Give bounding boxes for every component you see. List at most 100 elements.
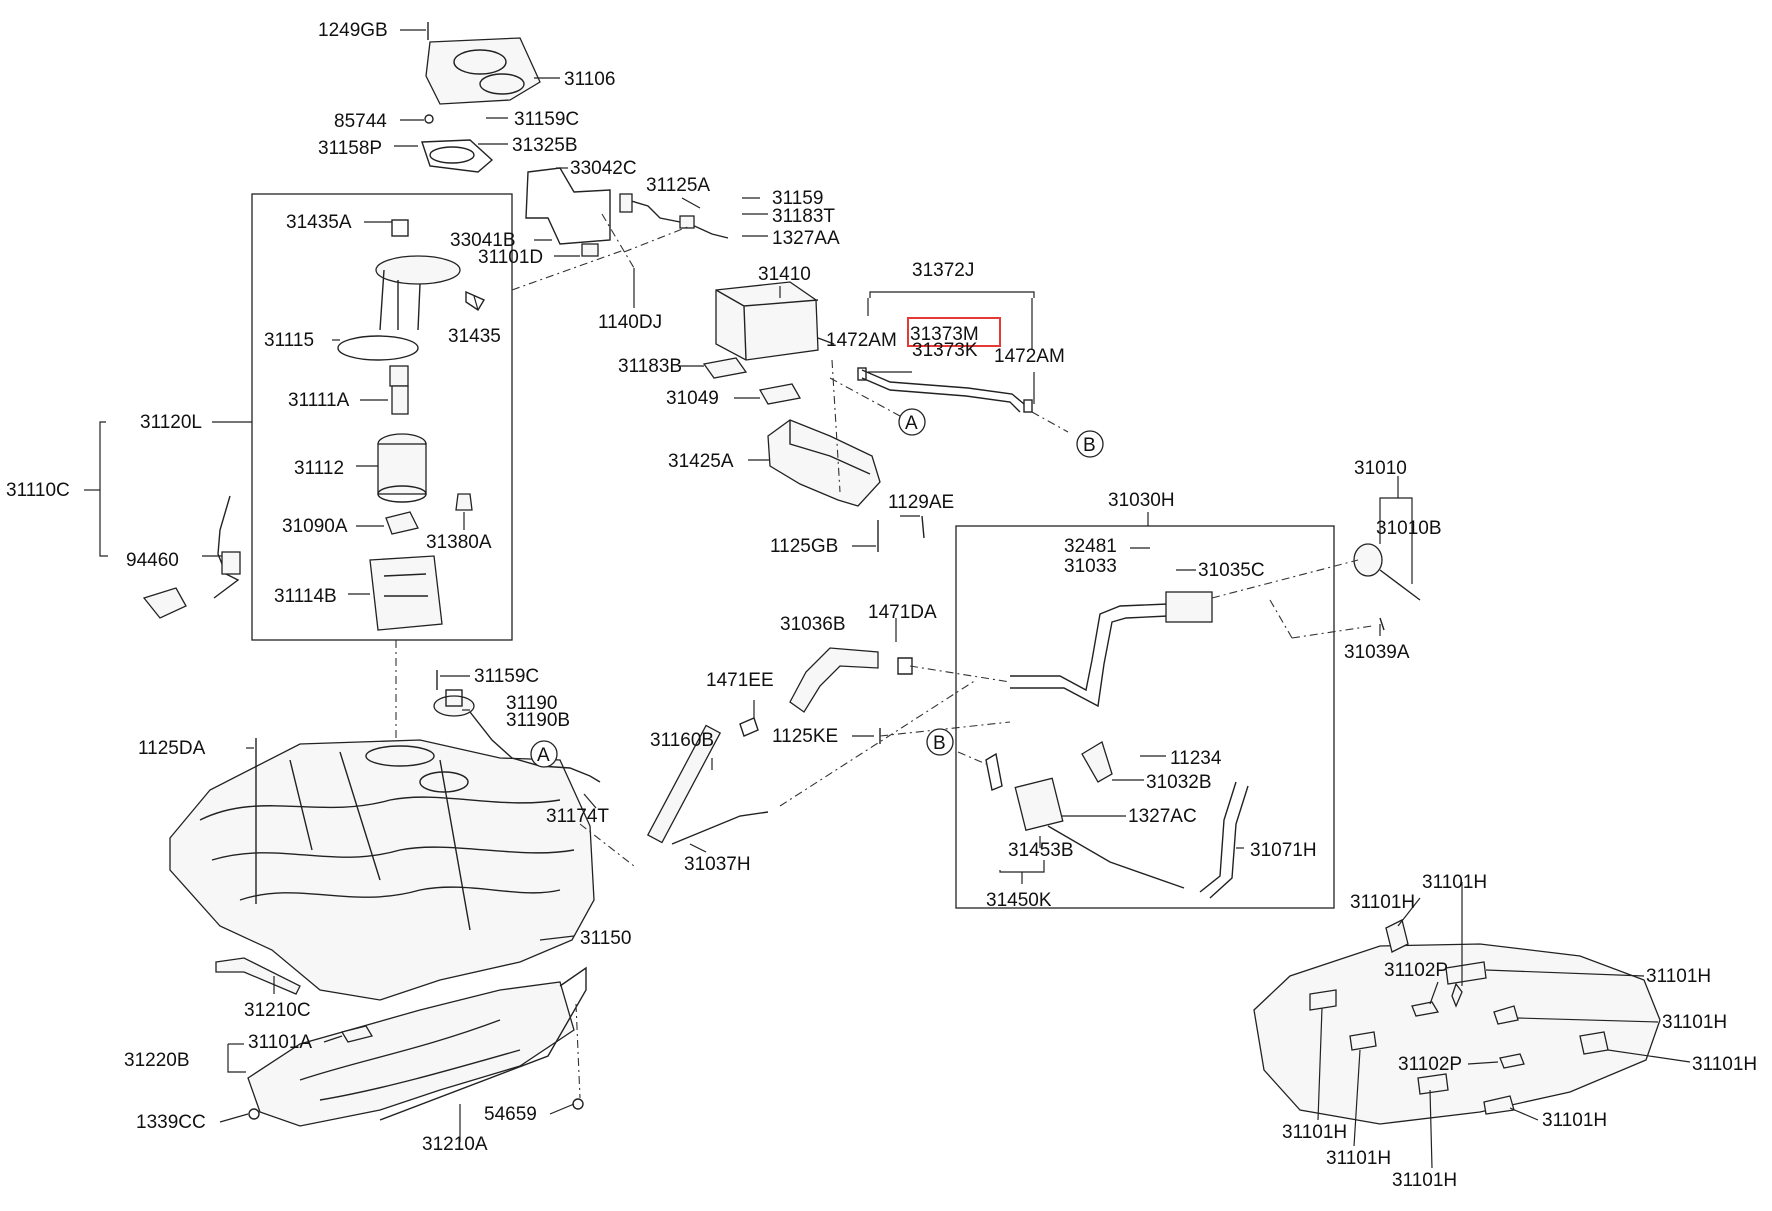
tether-31010B (1379, 569, 1421, 601)
label-31435: 31435 (448, 326, 501, 347)
callout-b-canister: B (926, 728, 954, 756)
label-31159C-top: 31159C (514, 109, 579, 130)
nut-85744 (424, 114, 434, 124)
label-31036B: 31036B (780, 614, 846, 635)
bracket-31425A (767, 419, 881, 507)
label-31039A: 31039A (1344, 642, 1410, 663)
fuel-cap-31010 (1353, 543, 1383, 577)
label-32481: 32481 (1064, 536, 1117, 557)
label-31174T: 31174T (546, 806, 609, 827)
label-31373M: 31373M (910, 324, 979, 345)
label-31037H: 31037H (684, 854, 751, 875)
leader-lines (84, 29, 1691, 1169)
label-31190: 31190 (506, 693, 557, 714)
label-33042C: 33042C (570, 158, 637, 179)
access-cover-plate (425, 37, 541, 105)
label-31102P-b: 31102P (1398, 1054, 1462, 1075)
label-31035C: 31035C (1198, 560, 1265, 581)
label-1249GB: 1249GB (318, 20, 388, 41)
label-31102P-a: 31102P (1384, 960, 1448, 981)
label-11234: 11234 (1170, 748, 1222, 769)
vent-hose-connection (1047, 825, 1185, 889)
label-31110C: 31110C (6, 480, 70, 501)
valve-31453B (1014, 777, 1064, 831)
label-31158P: 31158P (318, 138, 382, 159)
plate-31090A (385, 511, 419, 535)
heat-shield-31210A (247, 981, 575, 1127)
label-31159C-mid: 31159C (474, 666, 539, 687)
wiring-harness-31125A (619, 193, 729, 239)
vent-hose-31071H (1199, 781, 1249, 899)
label-1471EE: 1471EE (706, 670, 774, 691)
highlight-31373M (907, 317, 1001, 347)
vapor-hose-31373K (857, 367, 1033, 413)
label-31435A: 31435A (286, 212, 352, 233)
pad-31101H-e (1309, 989, 1337, 1011)
bolt-31039A (1379, 617, 1385, 631)
fuel-filter-31112 (377, 433, 427, 503)
label-31101H-e: 31101H (1692, 1054, 1757, 1075)
label-31210C: 31210C (244, 1000, 311, 1021)
label-31220B: 31220B (124, 1050, 190, 1071)
pad-31101H-f (1349, 1031, 1377, 1051)
label-1327AC: 1327AC (1128, 806, 1197, 827)
label-1125DA: 1125DA (138, 738, 206, 759)
label-31325B: 31325B (512, 135, 578, 156)
nut-54659 (572, 1098, 584, 1110)
nut-1339CC (248, 1108, 260, 1120)
strap-31210A (379, 966, 587, 1121)
label-31101H-a: 31101H (1422, 872, 1487, 893)
fuel-pump-assembly-box (251, 193, 513, 641)
filler-neck-31030H (1010, 591, 1213, 708)
label-31111A: 31111A (288, 390, 350, 411)
label-94460: 94460 (126, 550, 179, 571)
fuel-tank-31150 (169, 739, 595, 1001)
fuel-pump-flange-31120L (375, 219, 486, 331)
pad-31049 (758, 383, 802, 405)
sender-94460 (142, 495, 241, 619)
label-31033: 31033 (1064, 556, 1117, 577)
hose-31160B (646, 724, 722, 844)
label-31010B: 31010B (1376, 518, 1442, 539)
label-31183B: 31183B (618, 356, 682, 377)
label-1472AM-left: 1472AM (826, 330, 897, 351)
label-1125KE: 1125KE (772, 726, 838, 747)
label-1327AA: 1327AA (772, 228, 840, 249)
label-1129AE: 1129AE (888, 492, 954, 513)
label-31410: 31410 (758, 264, 811, 285)
pad-31183B (702, 357, 748, 379)
label-31090A: 31090A (282, 516, 348, 537)
hose-31037H (671, 811, 769, 845)
svg-text:B: B (933, 733, 946, 754)
hose-31036B (789, 647, 879, 713)
label-1125GB: 1125GB (770, 536, 838, 557)
label-1471DA: 1471DA (868, 602, 937, 623)
svg-text:A: A (905, 413, 918, 434)
label-33041B: 33041B (450, 230, 516, 251)
clamp-1471EE (739, 717, 759, 737)
label-31101H-c: 31101H (1646, 966, 1711, 987)
label-31372J: 31372J (912, 260, 974, 281)
pad-31102P-a (1411, 1001, 1440, 1017)
svg-text:B: B (1083, 435, 1096, 456)
label-31159: 31159 (772, 188, 823, 209)
label-31101H-f: 31101H (1542, 1110, 1607, 1131)
pad-31102P-b (1499, 1053, 1525, 1069)
label-31101H-b: 31101H (1350, 892, 1415, 913)
cap-31190 (433, 689, 475, 717)
label-31101D: 31101D (478, 247, 543, 268)
label-31190B: 31190B (506, 710, 570, 731)
reservoir-31114B (369, 555, 443, 631)
label-31425A: 31425A (668, 451, 734, 472)
label-31450K: 31450K (986, 890, 1052, 911)
label-31120L: 31120L (140, 412, 202, 433)
label-85744: 85744 (334, 111, 387, 132)
label-54659: 54659 (484, 1104, 537, 1125)
label-31380A: 31380A (426, 532, 492, 553)
label-31101H-h: 31101H (1326, 1148, 1391, 1169)
label-31101H-d: 31101H (1662, 1012, 1727, 1033)
label-31032B: 31032B (1146, 772, 1212, 793)
part-labels: 1249GB 31106 85744 31159C 31158P 31325B … (6, 20, 1757, 1191)
